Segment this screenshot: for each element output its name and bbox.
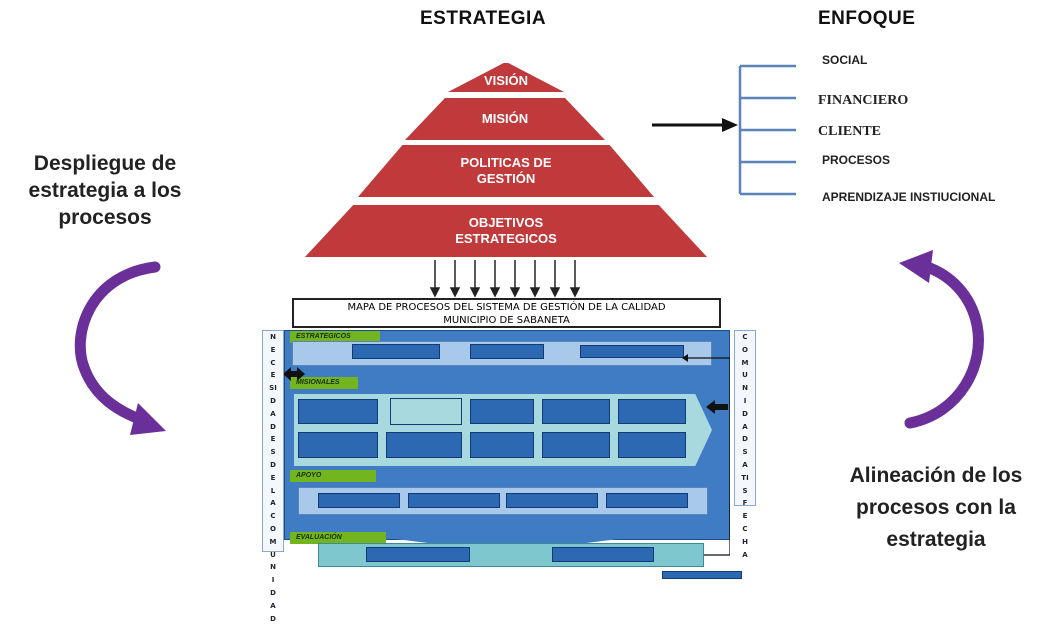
pyramid-level-mision-label: MISIÓN [481,111,529,126]
process-map: ESTRATEGICOS MISIONALES APOYO EVALUACIÓN [284,330,730,570]
bracket-icon [738,64,796,196]
double-arrow-icon [283,367,305,381]
pyramid-level-politicas-label: POLITICAS DE GESTIÓN [460,155,552,186]
left-caption: Despliegue de estrategia a los procesos [28,152,182,229]
process-box [470,344,544,359]
focus-item-cliente: CLIENTE [818,124,882,139]
process-box [390,398,462,425]
focus-item-procesos: PROCESOS [822,153,891,167]
focus-title: ENFOQUE [818,8,916,29]
curved-arrow-icon [74,261,166,435]
pyramid-level-vision: VISIÓN [448,63,564,92]
process-box [542,432,610,458]
process-box [366,547,470,562]
section-label-apoyo: APOYO [290,470,376,482]
process-box [408,493,500,508]
arrow-left-icon [706,400,728,414]
left-vertical-text: NECESIDADES DE LA COMUNIDAD [269,333,277,623]
process-box [618,399,686,424]
process-box [470,432,534,458]
process-box [318,493,400,508]
pyramid-level-mision: MISIÓN [405,98,605,140]
section-label-evaluacion: EVALUACIÓN [290,532,386,544]
process-map-title: MAPA DE PROCESOS DEL SISTEMA DE GESTIÓN … [292,298,721,328]
focus-item-social: SOCIAL [822,53,868,67]
connector-lines [682,354,730,556]
process-box [352,344,440,359]
left-vertical-label: NECESIDADES DE LA COMUNIDAD [262,330,284,623]
focus-item-aprendizaje: APRENDIZAJE INSTIUCIONAL [822,190,996,204]
section-label-misionales: MISIONALES [290,377,358,389]
pyramid-level-vision-label: VISIÓN [483,72,529,88]
process-box [618,432,686,458]
curved-arrow-icon [899,250,984,429]
process-box [386,432,462,458]
process-box [580,345,684,358]
process-box [552,547,654,562]
process-box [542,399,610,424]
right-caption: Alineación de los procesos con la estrat… [849,464,1023,551]
process-box [606,493,688,508]
focus-item-financiero: FINANCIERO [818,93,909,108]
right-vertical-text: COMUNIDAD SATISFECHA [741,333,749,559]
arrow-right-icon [652,118,738,132]
process-map-title-line2: MUNICIPIO DE SABANETA [443,315,570,326]
strategy-title: ESTRATEGIA [420,8,547,29]
section-label-estrategicos: ESTRATEGICOS [290,331,380,343]
process-box [298,432,378,458]
process-box [506,493,598,508]
process-map-title-line1: MAPA DE PROCESOS DEL SISTEMA DE GESTIÓN … [347,302,666,313]
strategy-pyramid: VISIÓN MISIÓN POLITICAS DE GESTIÓN OBJET… [0,0,1058,300]
process-box [470,399,534,424]
right-vertical-label: COMUNIDAD SATISFECHA [734,330,756,559]
pyramid-level-objetivos: OBJETIVOS ESTRATEGICOS [305,205,707,257]
down-arrows-icon [429,260,581,298]
process-box [298,399,378,424]
pyramid-level-politicas: POLITICAS DE GESTIÓN [358,145,654,197]
footer-tag [662,571,742,579]
pyramid-level-objetivos-label: OBJETIVOS ESTRATEGICOS [455,215,557,246]
